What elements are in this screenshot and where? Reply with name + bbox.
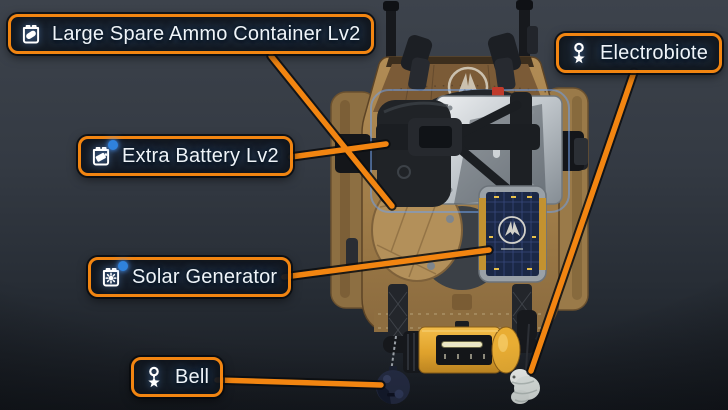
ammo-container-icon xyxy=(19,22,43,46)
callout-label: Extra Battery Lv2 xyxy=(122,145,279,167)
line-electrobiote xyxy=(528,69,637,374)
battery-icon xyxy=(89,140,118,168)
line-solar-generator xyxy=(281,247,492,280)
callout-extra-battery[interactable]: Extra Battery Lv2 xyxy=(78,136,293,176)
callout-label: Electrobiote xyxy=(600,42,709,64)
callout-solar-generator[interactable]: Solar Generator xyxy=(88,257,292,297)
callout-bell[interactable]: Bell xyxy=(131,357,224,397)
callout-label: Large Spare Ammo Container Lv2 xyxy=(52,23,361,45)
callout-electrobiote[interactable]: Electrobiote xyxy=(556,33,723,73)
upgrade-dot xyxy=(108,140,118,150)
callout-label: Bell xyxy=(175,366,210,388)
solar-panel-icon xyxy=(99,261,128,289)
upgrade-dot xyxy=(118,261,128,271)
callout-label: Solar Generator xyxy=(132,266,278,288)
charm-star-icon xyxy=(142,365,166,389)
line-ammo-container xyxy=(268,53,395,209)
callout-ammo-container[interactable]: Large Spare Ammo Container Lv2 xyxy=(8,14,375,54)
charm-star-icon xyxy=(567,41,591,65)
